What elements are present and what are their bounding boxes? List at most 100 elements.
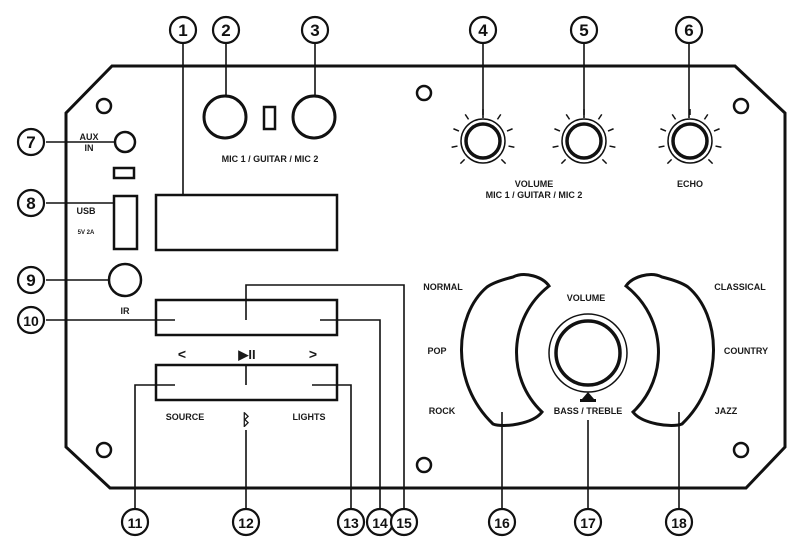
callout-circle <box>664 507 694 537</box>
callout-circle <box>168 15 198 45</box>
callout-circle <box>674 15 704 45</box>
callout-number: 14 <box>372 515 388 531</box>
guitar-volume-knob-tick <box>607 128 614 132</box>
main-volume-knob[interactable] <box>554 319 622 387</box>
screw-bottom-left <box>95 441 113 459</box>
callout-number: 13 <box>343 515 359 531</box>
screw-bottom-mid <box>415 456 433 474</box>
bluetooth-icon: ᛒ <box>241 412 251 429</box>
volume-inputs-label: MIC 1 / GUITAR / MIC 2 <box>486 190 583 200</box>
screw-bottom-right <box>732 441 750 459</box>
prev-symbol: < <box>178 346 186 362</box>
aux-in-label: IN <box>85 143 94 153</box>
echo-knob-tick <box>703 113 709 120</box>
mic-volume-knob-tick <box>451 145 458 148</box>
callout-number: 11 <box>128 515 143 531</box>
callout-circle <box>336 507 366 537</box>
callout-number: 9 <box>26 271 35 290</box>
callout-circle <box>16 305 46 335</box>
knob-pointer-icon <box>582 392 594 399</box>
mic-volume-knob-tick <box>459 158 466 165</box>
aux-label: AUX <box>79 132 98 142</box>
callout-number: 6 <box>684 21 693 40</box>
callout-number: 12 <box>238 515 254 531</box>
guitar-volume-knob-tick <box>552 145 559 148</box>
mic-volume-knob[interactable] <box>464 122 502 160</box>
usb-indicator <box>112 166 136 180</box>
callout-circle <box>211 15 241 45</box>
callout-circle <box>16 188 46 218</box>
callout-number: 7 <box>26 133 35 152</box>
volume-label: VOLUME <box>515 179 554 189</box>
left-eq-paddle[interactable] <box>460 273 552 427</box>
input-selector-switch[interactable] <box>262 105 277 131</box>
callout-number: 15 <box>396 515 412 531</box>
mic1-jack[interactable] <box>202 94 248 140</box>
echo-knob-tick <box>671 113 677 120</box>
guitar-volume-knob-tick <box>609 145 616 148</box>
echo-knob-tick <box>713 128 720 132</box>
ir-label: IR <box>121 306 131 316</box>
callout-number: 1 <box>178 21 187 40</box>
guitar-volume-knob-ring <box>561 118 607 164</box>
guitar-volume-knob-tick <box>560 158 567 165</box>
guitar-volume-knob[interactable] <box>565 122 603 160</box>
bass-treble-label: BASS / TREBLE <box>554 406 623 416</box>
callout-circle <box>231 507 261 537</box>
jazz-label: JAZZ <box>715 406 738 416</box>
mic-inputs-label: MIC 1 / GUITAR / MIC 2 <box>222 154 319 164</box>
guitar-volume-knob-tick <box>554 128 561 132</box>
callout-circle <box>468 15 498 45</box>
callout-circle <box>487 507 517 537</box>
callout-circle <box>389 507 419 537</box>
callout-number: 16 <box>494 515 510 531</box>
source-label: SOURCE <box>166 412 205 422</box>
classical-label: CLASSICAL <box>714 282 766 292</box>
knob-pointer-base <box>580 399 596 402</box>
callout-circle <box>16 127 46 157</box>
usb-spec-label: 5V 2A <box>78 230 95 236</box>
usb-label: USB <box>76 206 96 216</box>
callout-number: 8 <box>26 194 35 213</box>
next-symbol: > <box>309 346 317 362</box>
callout-number: 10 <box>23 313 39 329</box>
mic-volume-knob-ring <box>460 118 506 164</box>
callout-circle <box>300 15 330 45</box>
echo-knob-tick <box>715 145 722 148</box>
country-label: COUNTRY <box>724 346 768 356</box>
callout-number: 18 <box>671 515 687 531</box>
screw-top-mid <box>415 84 433 102</box>
right-eq-paddle[interactable] <box>623 273 715 427</box>
guitar-volume-knob-tick <box>601 158 608 165</box>
echo-knob-tick <box>660 128 667 132</box>
guitar-volume-knob-tick <box>565 113 571 120</box>
mic-volume-knob-tick <box>464 113 470 120</box>
play-pause-symbol: ▶II <box>237 347 255 362</box>
rock-label: ROCK <box>429 406 456 416</box>
guitar-volume-knob-tick <box>597 113 603 120</box>
knob-group <box>451 109 722 165</box>
callout-circle <box>569 15 599 45</box>
echo-knob-tick <box>658 145 665 148</box>
callout-circle <box>573 507 603 537</box>
mic-volume-knob-tick <box>496 113 502 120</box>
echo-knob-tick <box>666 158 673 165</box>
pop-label: POP <box>427 346 446 356</box>
echo-knob-ring <box>667 118 713 164</box>
normal-label: NORMAL <box>423 282 463 292</box>
leader-lines <box>46 40 690 508</box>
lights-label: LIGHTS <box>293 412 326 422</box>
mic2-jack[interactable] <box>291 94 337 140</box>
callout-circle <box>16 265 46 295</box>
callout-number: 3 <box>310 21 319 40</box>
callout-number: 4 <box>478 21 488 40</box>
usb-port[interactable] <box>112 194 139 251</box>
echo-knob[interactable] <box>671 122 709 160</box>
main-volume-label: VOLUME <box>567 293 606 303</box>
mic-volume-knob-tick <box>508 145 515 148</box>
screw-top-right <box>732 97 750 115</box>
mic-volume-knob-tick <box>453 128 460 132</box>
echo-label: ECHO <box>677 179 703 189</box>
